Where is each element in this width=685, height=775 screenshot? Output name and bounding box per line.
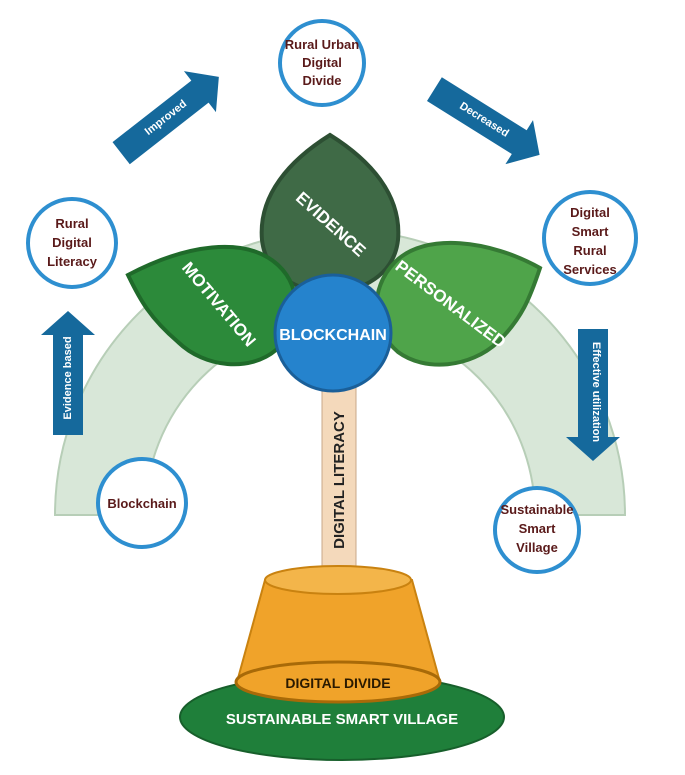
node-rural-urban-line-1: Rural Urban: [285, 37, 359, 52]
hub-blockchain: BLOCKCHAIN: [273, 273, 393, 393]
arrow-effective-utilization: Effective utilization: [566, 329, 620, 461]
node-services-line-4: Services: [563, 262, 617, 277]
pot-label: DIGITAL DIVIDE: [285, 675, 390, 691]
node-literacy-line-3: Literacy: [47, 254, 98, 269]
leaf-motivation: MOTIVATION: [125, 244, 298, 367]
node-rural-urban-divide: Rural Urban Digital Divide: [278, 19, 366, 107]
node-rural-digital-literacy: Rural Digital Literacy: [26, 197, 118, 289]
node-literacy-line-2: Digital: [52, 235, 92, 250]
node-services-line-3: Rural: [573, 243, 606, 258]
node-rural-urban-line-2: Digital: [302, 55, 342, 70]
node-services-line-1: Digital: [570, 205, 610, 220]
node-blockchain-label: Blockchain: [107, 496, 176, 511]
node-digital-smart-rural-services: Digital Smart Rural Services: [542, 190, 638, 286]
arrow-improved: Improved: [112, 71, 219, 165]
leaf-personalized: PERSONALIZED: [374, 240, 543, 367]
node-village-line-2: Smart: [519, 521, 557, 536]
stem-label: DIGITAL LITERACY: [331, 411, 348, 549]
node-services-line-2: Smart: [572, 224, 610, 239]
arrow-decreased: Decreased: [427, 77, 540, 165]
arrow-evidence-label: Evidence based: [62, 336, 74, 419]
stem: DIGITAL LITERACY: [321, 369, 357, 591]
node-village-line-1: Sustainable: [501, 502, 574, 517]
node-rural-urban-line-3: Divide: [302, 73, 341, 88]
hub-label: BLOCKCHAIN: [279, 327, 387, 344]
node-sustainable-smart-village: Sustainable Smart Village: [493, 486, 581, 574]
node-blockchain: Blockchain: [96, 457, 188, 549]
arrow-evidence-based: Evidence based: [41, 311, 95, 435]
arrow-effective-label: Effective utilization: [590, 342, 602, 443]
node-village-line-3: Village: [516, 540, 558, 555]
node-literacy-line-1: Rural: [55, 216, 88, 231]
base-label: SUSTAINABLE SMART VILLAGE: [226, 711, 458, 728]
pot: DIGITAL DIVIDE: [234, 565, 442, 704]
